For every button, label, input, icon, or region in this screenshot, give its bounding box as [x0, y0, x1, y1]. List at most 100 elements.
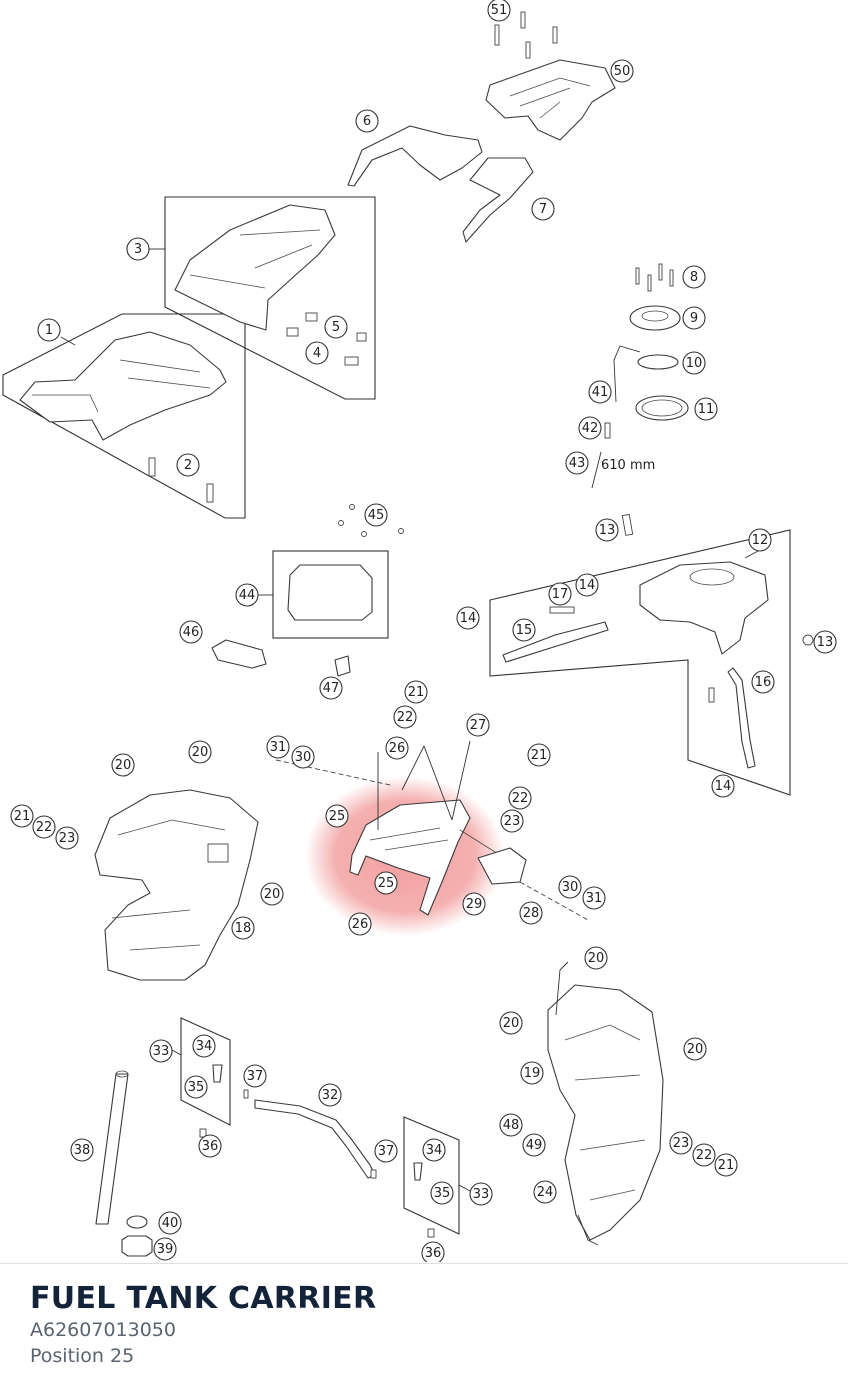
part-airbox-18 [94, 789, 259, 981]
callout-19: 19 [520, 1061, 544, 1085]
callout-number: 26 [389, 741, 406, 756]
callout-circle [469, 1182, 493, 1206]
intake-group-frame [489, 529, 791, 796]
callout-number: 15 [516, 623, 533, 638]
callout-32: 32 [318, 1083, 342, 1107]
callout-circle [305, 341, 329, 365]
callout-27: 27 [466, 713, 490, 737]
callout-number: 38 [74, 1143, 91, 1158]
callout-circle [10, 804, 34, 828]
callout-35: 35 [184, 1075, 208, 1099]
part-hose-32 [254, 1099, 376, 1179]
callout-number: 23 [504, 814, 521, 829]
callout-number: 20 [503, 1016, 520, 1031]
part-fuel-tank-19 [547, 984, 664, 1241]
callout-15: 15 [512, 618, 536, 642]
callout-25: 25 [325, 804, 349, 828]
callout-number: 13 [599, 523, 616, 538]
callout-circle [184, 1075, 208, 1099]
callout-circle [558, 875, 582, 899]
callout-circle [421, 1241, 445, 1262]
callout-number: 19 [524, 1066, 541, 1081]
callout-number: 21 [14, 809, 31, 824]
callout-circle [694, 397, 718, 421]
callout-circle [751, 670, 775, 694]
callout-number: 40 [162, 1216, 179, 1231]
callout-39: 39 [153, 1237, 177, 1261]
callout-23: 23 [669, 1131, 693, 1155]
callout-6: 6 [355, 109, 379, 133]
callout-number: 16 [755, 675, 772, 690]
part-hose-43 [591, 451, 602, 489]
callout-number: 49 [526, 1138, 543, 1153]
callout-circle [192, 1034, 216, 1058]
callout-number: 36 [202, 1139, 219, 1154]
callout-number: 41 [592, 385, 609, 400]
part-sensor-34a [212, 1064, 223, 1083]
callout-circle [682, 265, 706, 289]
callout-41: 41 [588, 380, 612, 404]
callout-2: 2 [176, 453, 200, 477]
callout-number: 20 [264, 887, 281, 902]
callout-20: 20 [260, 882, 284, 906]
part-seal-10 [637, 354, 679, 370]
callout-48: 48 [499, 1113, 523, 1137]
screws-45 [338, 504, 404, 537]
part-vent-hose [555, 961, 569, 1016]
callout-21: 21 [10, 804, 34, 828]
part-ring-11-inner [641, 399, 683, 417]
callout-circle [575, 573, 599, 597]
callout-number: 34 [426, 1143, 443, 1158]
callout-circle [595, 518, 619, 542]
callout-circle [531, 197, 555, 221]
callout-number: 24 [537, 1185, 554, 1200]
callout-number: 37 [378, 1144, 395, 1159]
callout-14: 14 [575, 573, 599, 597]
callout-circle [582, 886, 606, 910]
callout-number: 22 [397, 710, 414, 725]
callout-number: 20 [588, 951, 605, 966]
part-hose-41 [613, 345, 641, 403]
callout-number: 5 [332, 320, 340, 335]
part-fitting-42 [604, 422, 611, 439]
callout-number: 31 [270, 740, 287, 755]
callout-circle [669, 1131, 693, 1155]
callout-circle [682, 351, 706, 375]
callout-37: 37 [374, 1139, 398, 1163]
callout-49: 49 [522, 1133, 546, 1157]
callout-number: 29 [466, 897, 483, 912]
case-44-frame [272, 550, 389, 639]
callout-circle [325, 804, 349, 828]
callout-number: 22 [512, 791, 529, 806]
callout-number: 43 [569, 456, 586, 471]
callout-circle [499, 1011, 523, 1035]
callout-circle [711, 774, 735, 798]
callout-circle [487, 0, 511, 22]
callout-circle [430, 1181, 454, 1205]
callout-36: 36 [421, 1241, 445, 1262]
callout-22: 22 [32, 815, 56, 839]
callout-number: 33 [473, 1187, 490, 1202]
callout-12: 12 [748, 528, 772, 552]
part-drain-hose [577, 1214, 599, 1246]
callout-number: 21 [531, 748, 548, 763]
sensor-group-left-frame [180, 1017, 231, 1126]
callout-47: 47 [319, 676, 343, 700]
callout-40: 40 [158, 1211, 182, 1235]
part-clip-37a [243, 1089, 249, 1099]
dashed-axis-left [275, 759, 391, 786]
callout-7: 7 [531, 197, 555, 221]
callout-14: 14 [711, 774, 735, 798]
callout-29: 29 [462, 892, 486, 916]
callout-20: 20 [683, 1037, 707, 1061]
callout-number: 21 [718, 1158, 735, 1173]
part-airbox-label [207, 843, 229, 863]
callout-36: 36 [198, 1134, 222, 1158]
callout-4: 4 [305, 341, 329, 365]
callout-circle [318, 1083, 342, 1107]
callout-34: 34 [192, 1034, 216, 1058]
callout-34: 34 [422, 1138, 446, 1162]
callout-circle [714, 1153, 738, 1177]
part-cap-40 [126, 1215, 148, 1229]
